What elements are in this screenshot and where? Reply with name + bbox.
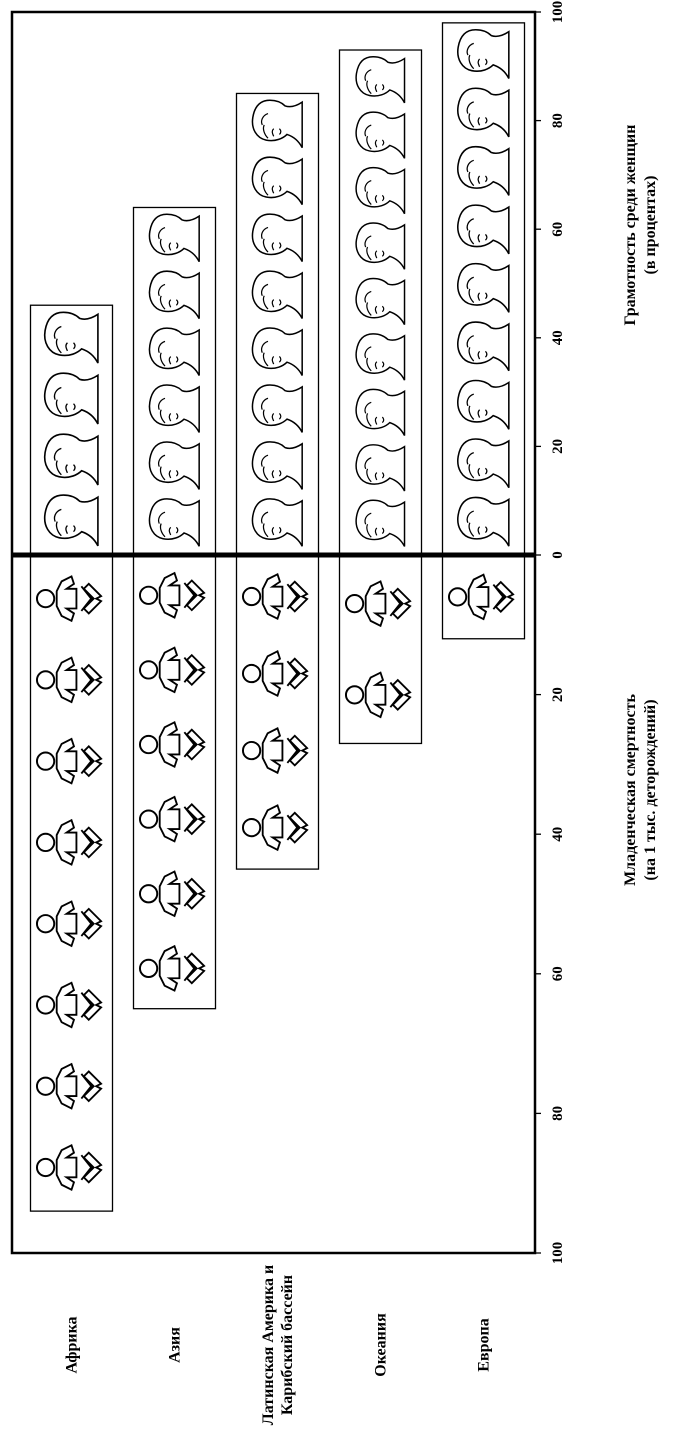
plot-frame [10,10,537,1255]
literacy-bar [235,92,320,556]
mortality-tick-label: 60 [550,966,566,981]
literacy-bar-box [441,22,526,556]
mortality-bar-box [132,554,217,1010]
mortality-bar-box [29,554,114,1212]
literacy-bar [338,49,423,556]
literacy-tick-label: 80 [550,113,566,128]
mortality-axis-title-line: (на 1 тыс. деторождений) [642,699,659,880]
mortality-bar-box [441,554,526,640]
literacy-bar-box [338,49,423,556]
mortality-tick-label: 80 [550,1106,566,1121]
mortality-bar [338,554,423,745]
literacy-bar-box [235,92,320,556]
category-label: Европа [476,1318,493,1371]
category-label-line: Африка [64,1316,81,1373]
literacy-axis-title: Грамотность среди женщин(в процентах) [622,125,659,326]
mortality-bar [132,554,217,1010]
mortality-bar-box [235,554,320,870]
category-label-line: Океания [373,1313,390,1377]
mortality-bar [235,554,320,870]
category-label: Океания [373,1313,390,1377]
category-label: Африка [64,1316,81,1373]
literacy-bar [29,304,114,556]
category-label-line: Карибский бассейн [279,1275,296,1415]
mortality-bar [441,554,526,640]
literacy-bar [132,206,217,556]
category-label-line: Азия [167,1327,184,1363]
mortality-axis-title: Младенческая смертность(на 1 тыс. деторо… [622,694,659,886]
category-label-line: Латинская Америка и [260,1265,277,1425]
category-label: Азия [167,1327,184,1363]
literacy-bar-box [132,206,217,556]
category-label-line: Европа [476,1318,493,1371]
literacy-bar-box [29,304,114,556]
mortality-tick-label: 40 [550,827,566,842]
literacy-tick-label: 40 [550,330,566,345]
literacy-tick-label: 100 [550,1,566,24]
literacy-bar [441,22,526,556]
mortality-axis-title-line: Младенческая смертность [622,694,639,886]
literacy-tick-label: 60 [550,222,566,237]
mortality-tick-label: 100 [550,1242,566,1265]
mortality-tick-label: 20 [550,687,566,702]
literacy-axis-title-line: (в процентах) [642,175,659,274]
mortality-bar [29,554,114,1212]
literacy-tick-label: 20 [550,439,566,454]
literacy-axis-title-line: Грамотность среди женщин [622,125,639,326]
literacy-tick-label: 0 [550,551,566,559]
